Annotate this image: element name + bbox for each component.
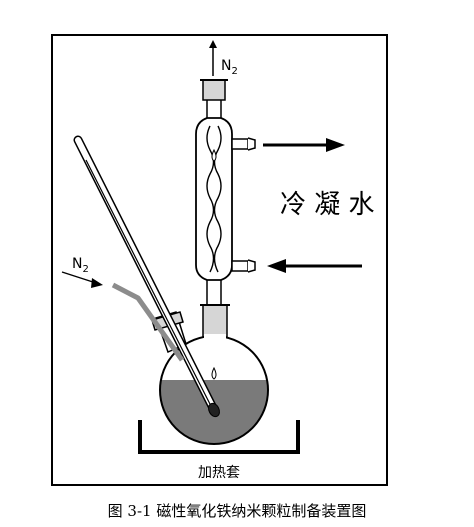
condenser-lower-neck: [200, 280, 230, 338]
n2-outlet-label: N2: [221, 58, 238, 77]
n2-inlet-tube: [111, 282, 185, 362]
water-inlet-arrow: [267, 259, 362, 273]
figure-caption: 图 3-1 磁性氧化铁纳米颗粒制备装置图: [107, 502, 367, 520]
n2-inlet-label: N2: [72, 256, 89, 275]
water-outlet-arrow: [263, 138, 345, 152]
condenser-water-label: 冷 凝 水: [280, 190, 375, 220]
n2-outlet-arrow: [209, 40, 217, 76]
heating-mantle-label: 加热套: [198, 465, 240, 481]
figure-frame: [51, 34, 388, 486]
thermometer: [73, 135, 220, 418]
condenser-top-joint: [200, 79, 228, 118]
heating-mantle: [138, 420, 300, 454]
n2-inlet-arrow: [61, 271, 103, 288]
condenser-jacket: [195, 117, 256, 281]
